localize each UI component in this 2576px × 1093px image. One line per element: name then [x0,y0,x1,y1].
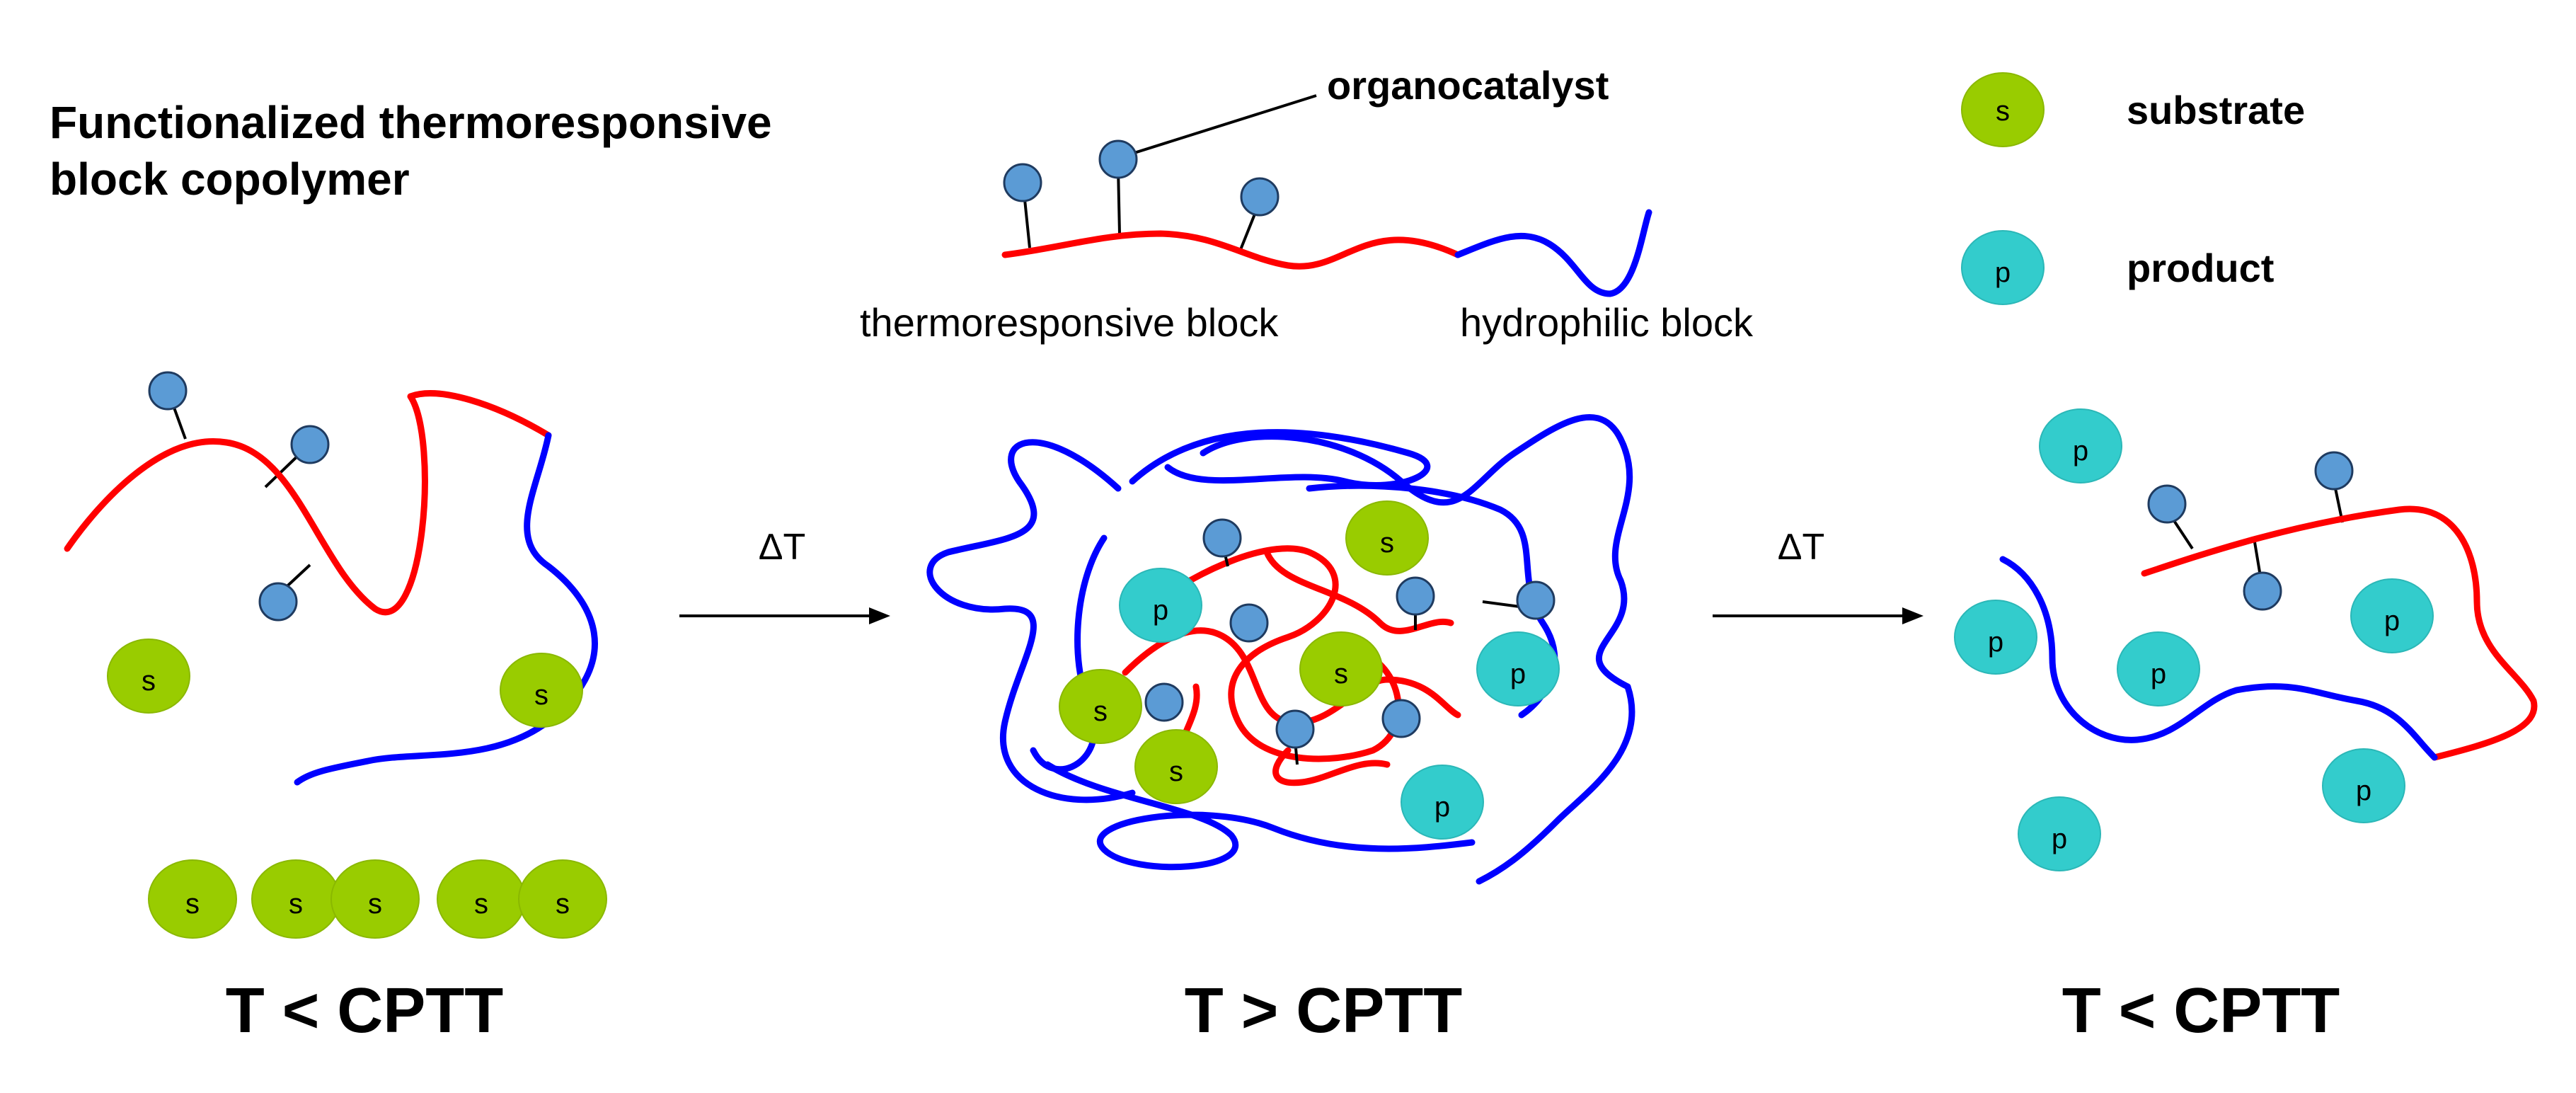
product-icon [1119,568,1202,643]
substrate-letter: s [474,888,488,920]
product-legend-letter: p [1995,257,2011,288]
product-letter: p [1153,595,1168,626]
organocatalyst-icon [1229,603,1269,643]
product-letter: p [1510,658,1526,689]
organocatalyst-icon [1240,177,1280,217]
product-icon [1961,230,2045,305]
legend-substrate: s substrate [1961,72,2305,147]
product-icon [1401,765,1484,840]
product-icon [2350,578,2434,653]
delta-t-label: ΔT [1778,527,1825,568]
substrate-icon [1345,500,1429,576]
cooling-arrow: ΔT [1713,527,1924,624]
thermoresponsive-block-label: thermoresponsive block [860,300,1279,345]
hydrophilic-block-chain [1999,556,2438,761]
substrate-letter: s [289,888,303,920]
polymer-schematic: organocatalyst thermoresponsive block hy… [860,63,1754,345]
legend-product: p product [1961,230,2274,305]
substrate-letter: s [185,888,200,920]
organocatalyst-icon [1275,709,1315,749]
organocatalyst-icon [1003,163,1042,202]
state-label-left: T < CPTT [226,975,504,1046]
substrate-letter: s [1093,696,1108,727]
organocatalyst-icon [1202,518,1242,558]
figure-title-line2: block copolymer [50,154,410,205]
organocatalyst-icon [1396,576,1435,616]
state-label-middle: T > CPTT [1185,975,1463,1046]
product-letter: p [2384,605,2400,636]
product-letter: p [1988,626,2003,658]
substrate-letter: s [534,680,548,711]
substrate-icon [1299,631,1383,706]
substrate-legend-letter: s [1996,96,2010,127]
organocatalyst-icon [290,425,330,464]
product-letter: p [2052,823,2067,854]
organocatalyst-icon [1381,699,1421,738]
thermoresponsive-block-chain [1001,230,1461,270]
product-letter: p [2151,658,2166,689]
substrate-letter: s [1334,658,1348,689]
organocatalyst-icon [1144,682,1184,722]
product-legend-label: product [2127,246,2274,290]
hydrophilic-block-label: hydrophilic block [1460,300,1754,345]
substrate-icon [518,859,607,939]
product-icon [2018,796,2101,871]
product-letter: p [2073,435,2088,467]
product-icon [1476,631,1560,706]
hydrophilic-corona-chain [1129,429,1431,488]
substrate-icon [1059,669,1142,744]
organocatalyst-icon [148,371,188,411]
right-state-unimer [1999,451,2538,761]
hydrophilic-corona-chain [926,439,1136,803]
substrate-letter: s [1380,527,1394,559]
hydrophilic-block-chain [1454,209,1652,297]
product-icon [2039,408,2122,483]
middle-state-micelle: p s s s s p p [926,414,1635,885]
heating-arrow: ΔT [679,527,890,624]
thermoresponsive-block-chain [2141,505,2538,761]
product-icon [2117,631,2200,706]
product-icon [1954,600,2037,675]
hydrophilic-corona-chain [1200,414,1633,690]
figure-title-line1: Functionalized thermoresponsive [50,97,772,148]
substrate-icon [148,859,237,939]
substrate-letter: s [1169,756,1183,787]
organocatalyst-icon [2314,451,2354,491]
substrate-icon [107,639,190,714]
hydrophilic-block-chain [294,432,598,786]
organocatalyst-icon [2243,571,2282,611]
substrate-legend-label: substrate [2127,88,2305,132]
thermoresponsive-core-chain [1143,545,1402,762]
substrate-letter: s [556,888,570,920]
product-icon [2322,748,2405,823]
left-substrates: s s s s s s s [107,639,607,939]
state-label-right: T < CPTT [2062,975,2340,1046]
left-state-unimer [64,371,598,786]
substrate-icon [330,859,420,939]
organocatalyst-label: organocatalyst [1327,63,1609,108]
organocatalyst-icon [2147,484,2187,524]
product-letter: p [2356,775,2371,806]
right-products: p p p p p p [1954,408,2434,871]
hydrophilic-corona-chain [1044,761,1476,871]
thermoresponsive-block-chain [64,390,552,616]
organocatalyst-icon [1098,139,1138,179]
substrate-icon [1134,729,1218,804]
substrate-letter: s [368,888,382,920]
thermoresponsive-core-chain [1272,747,1391,786]
hydrophilic-corona-chain [1476,683,1635,885]
product-letter: p [1434,791,1450,823]
organocatalyst-icon [258,582,298,622]
substrate-letter: s [142,665,156,697]
delta-t-label: ΔT [759,527,806,568]
substrate-icon [1961,72,2045,147]
organocatalyst-icon [1516,580,1556,620]
substrate-icon [500,653,583,728]
